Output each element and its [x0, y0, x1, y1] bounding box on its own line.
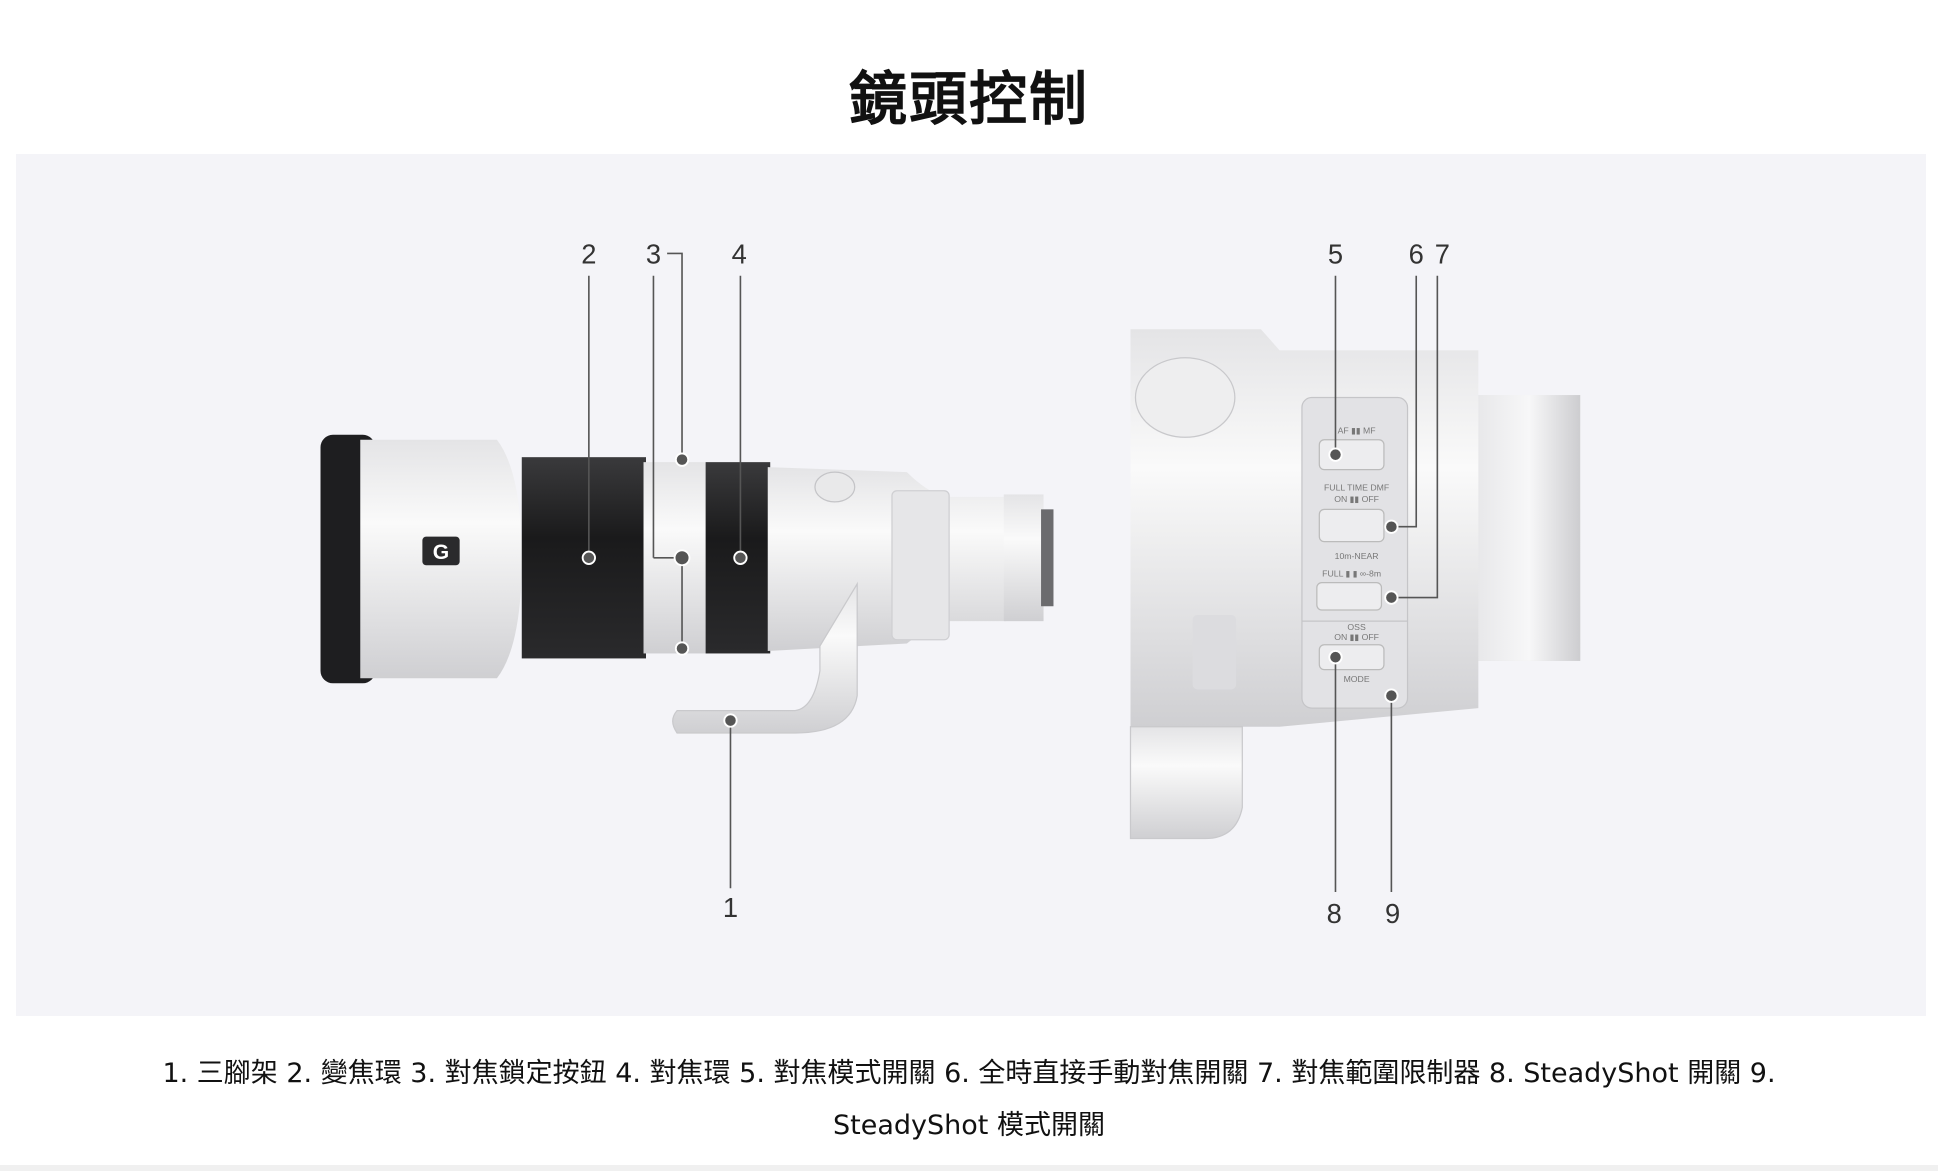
callout-lines — [588, 252, 1439, 892]
foot-latch — [1192, 614, 1237, 690]
caption-line-2: SteadyShot 模式開關 — [833, 1110, 1105, 1141]
callout-4: 4 — [732, 238, 747, 269]
tripod-knob-closeup — [1134, 357, 1236, 438]
lens-side-view: G — [320, 434, 1054, 734]
lens-controls-caption: 1. 三腳架 2. 變焦環 3. 對焦鎖定按鈕 4. 對焦環 5. 對焦模式開關… — [40, 1048, 1898, 1152]
caption-line-1: 1. 三腳架 2. 變焦環 3. 對焦鎖定按鈕 4. 對焦環 5. 對焦模式開關… — [162, 1058, 1776, 1089]
g-badge-text: G — [433, 541, 449, 564]
focus-range-switch[interactable] — [1316, 582, 1383, 611]
dmf-switch[interactable] — [1318, 508, 1385, 543]
callout-1: 1 — [723, 892, 738, 923]
dmf-label: FULL TIME DMF — [1324, 483, 1389, 493]
tripod-knob — [814, 471, 856, 503]
tripod-foot — [672, 581, 858, 734]
range-options-label: FULL ▮ ▮ ∞-8m — [1322, 568, 1381, 578]
callout-7: 7 — [1435, 238, 1450, 269]
page-title: 鏡頭控制 — [848, 65, 1089, 133]
mode-label: MODE — [1344, 674, 1370, 684]
callout-8: 8 — [1327, 898, 1342, 929]
oss-label: OSS — [1347, 622, 1366, 632]
callout-9: 9 — [1385, 898, 1400, 929]
dmf-onoff-label: ON ▮▮ OFF — [1334, 494, 1379, 504]
switch-panel — [891, 490, 950, 641]
af-mf-label: AF ▮▮ MF — [1338, 426, 1376, 436]
range-label: 10m-NEAR — [1335, 551, 1379, 561]
page-bottom-edge — [0, 1165, 1938, 1171]
mount-section — [1003, 494, 1044, 622]
lens-closeup-view: AF ▮▮ MF FULL TIME DMF ON ▮▮ OFF 10m-NEA… — [1129, 329, 1581, 840]
lens-mount — [1041, 509, 1054, 607]
switch-panel-closeup — [1301, 396, 1409, 709]
g-badge — [422, 536, 460, 566]
callout-3: 3 — [646, 238, 661, 269]
lens-closeup-hood — [1478, 395, 1581, 661]
rear-barrel — [767, 467, 1007, 651]
callout-5: 5 — [1328, 238, 1343, 269]
callout-dots — [581, 447, 1399, 728]
callout-6: 6 — [1409, 238, 1424, 269]
tripod-foot-closeup — [1129, 726, 1243, 840]
oss-onoff-label: ON ▮▮ OFF — [1334, 632, 1379, 642]
callout-2: 2 — [581, 238, 596, 269]
